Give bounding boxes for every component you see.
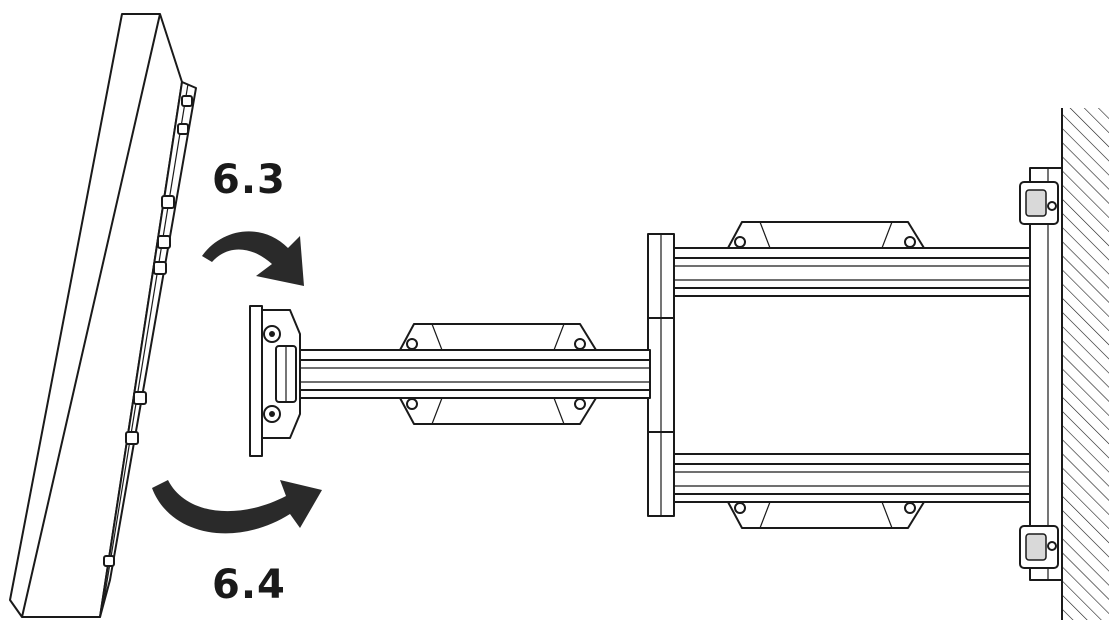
wall-plate xyxy=(1019,167,1063,581)
upper-arm xyxy=(671,221,1031,297)
lower-arm xyxy=(671,453,1031,529)
tv-panel xyxy=(9,13,197,618)
curved-arrow-clockwise-icon xyxy=(202,231,304,286)
step-label-tilt-up: 6.4 xyxy=(212,562,286,608)
step-label-tilt-down: 6.3 xyxy=(212,157,286,203)
curved-arrow-counterclockwise-icon xyxy=(152,480,322,534)
hinge-bar xyxy=(647,233,675,517)
wall xyxy=(1061,108,1109,620)
middle-arm xyxy=(289,323,651,425)
tv-bracket xyxy=(249,305,301,457)
